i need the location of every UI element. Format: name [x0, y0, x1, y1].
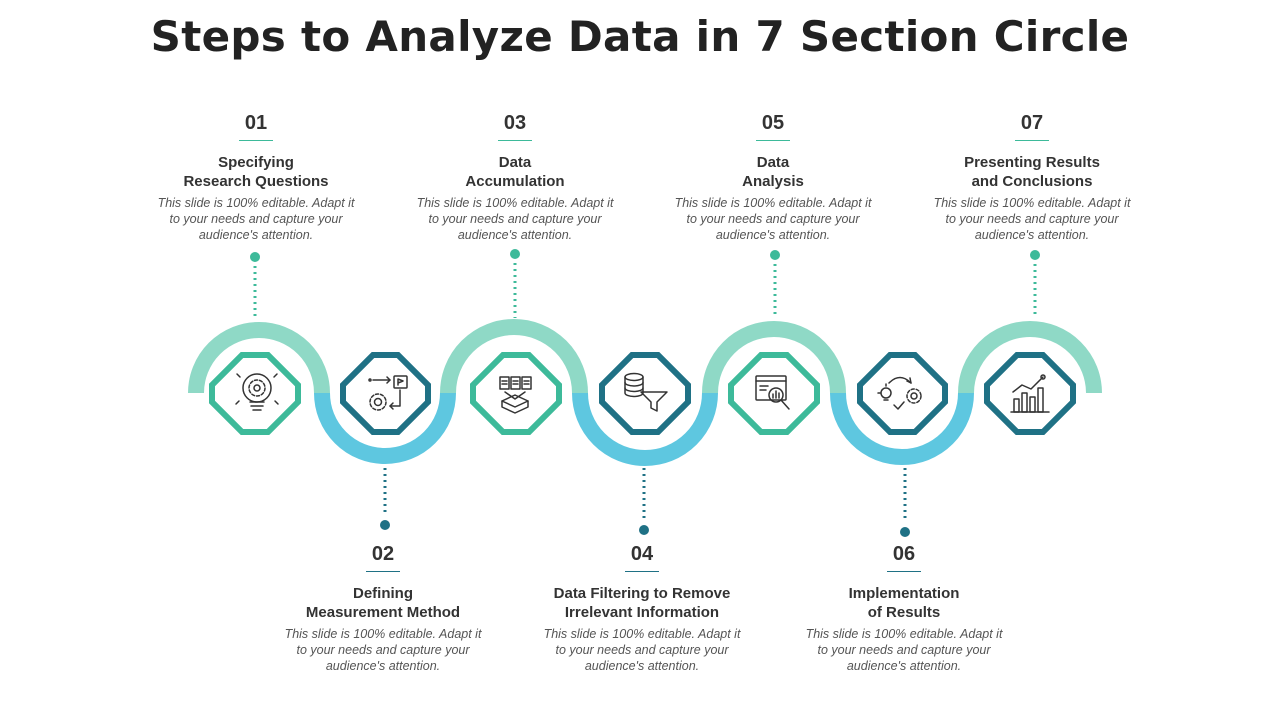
number-underline: [498, 140, 532, 141]
step-number: 07: [1020, 112, 1044, 134]
octagon-03: [470, 352, 562, 435]
number-underline: [366, 571, 400, 572]
step-description: This slide is 100% editable. Adapt it to…: [157, 196, 355, 242]
octagon-07: [984, 352, 1076, 435]
step-01: 01 Specifying Research Questions This sl…: [141, 112, 371, 243]
connector-dot-02: [380, 520, 390, 530]
wave-arc-bottom-2: [314, 392, 456, 464]
step-description: This slide is 100% editable. Adapt it to…: [933, 196, 1131, 242]
connector-dot-06: [900, 527, 910, 537]
connector-dot-03: [510, 249, 520, 259]
octagon-01: [209, 352, 301, 435]
documents-into-box-icon: [499, 376, 532, 414]
chart-magnifier-icon: [755, 375, 790, 410]
idea-to-gear-icon: [877, 376, 922, 410]
step-description: This slide is 100% editable. Adapt it to…: [284, 627, 482, 673]
database-funnel-icon: [624, 372, 668, 412]
gear-flag-flow-icon: [368, 375, 408, 411]
step-02: 02 Defining Measurement Method This slid…: [268, 543, 498, 674]
step-number: 06: [892, 543, 916, 565]
step-title: Presenting Results and Conclusions: [964, 154, 1100, 190]
step-number: 03: [503, 112, 527, 134]
step-title: Implementation of Results: [848, 585, 960, 621]
step-number: 02: [371, 543, 395, 565]
step-07: 07 Presenting Results and Conclusions Th…: [917, 112, 1147, 243]
step-05: 05 Data Analysis This slide is 100% edit…: [658, 112, 888, 243]
step-number: 05: [761, 112, 785, 134]
connector-dot-04: [639, 525, 649, 535]
connector-dot-05: [770, 250, 780, 260]
step-description: This slide is 100% editable. Adapt it to…: [805, 627, 1003, 673]
wave-arc-top-1: [188, 322, 330, 394]
step-description: This slide is 100% editable. Adapt it to…: [543, 627, 741, 673]
step-title: Defining Measurement Method: [305, 585, 461, 621]
step-number: 04: [630, 543, 654, 565]
wave-arc-bottom-4: [572, 392, 718, 466]
octagon-02: [340, 352, 431, 435]
octagon-06: [857, 352, 948, 435]
step-title: Data Analysis: [742, 154, 804, 190]
number-underline: [887, 571, 921, 572]
connector-dot-01: [250, 252, 260, 262]
connector-dot-07: [1030, 250, 1040, 260]
step-number: 01: [244, 112, 268, 134]
bar-chart-trend-icon: [1010, 374, 1050, 413]
step-description: This slide is 100% editable. Adapt it to…: [416, 196, 614, 242]
octagon-04: [599, 352, 691, 435]
number-underline: [239, 140, 273, 141]
wave-arc-top-7: [958, 321, 1102, 394]
step-title: Data Filtering to Remove Irrelevant Info…: [553, 585, 731, 621]
octagon-05: [728, 352, 820, 435]
step-title: Specifying Research Questions: [183, 154, 329, 190]
number-underline: [756, 140, 790, 141]
step-04: 04 Data Filtering to Remove Irrelevant I…: [527, 543, 757, 674]
number-underline: [1015, 140, 1049, 141]
step-title: Data Accumulation: [465, 154, 565, 190]
lightbulb-gear-icon: [235, 373, 279, 411]
wave-arc-top-5: [702, 321, 846, 394]
step-03: 03 Data Accumulation This slide is 100% …: [400, 112, 630, 243]
page-title: Steps to Analyze Data in 7 Section Circl…: [150, 12, 1130, 61]
number-underline: [625, 571, 659, 572]
step-06: 06 Implementation of Results This slide …: [789, 543, 1019, 674]
wave-arc-top-3: [440, 319, 588, 394]
step-description: This slide is 100% editable. Adapt it to…: [674, 196, 872, 242]
wave-arc-bottom-6: [830, 392, 974, 465]
